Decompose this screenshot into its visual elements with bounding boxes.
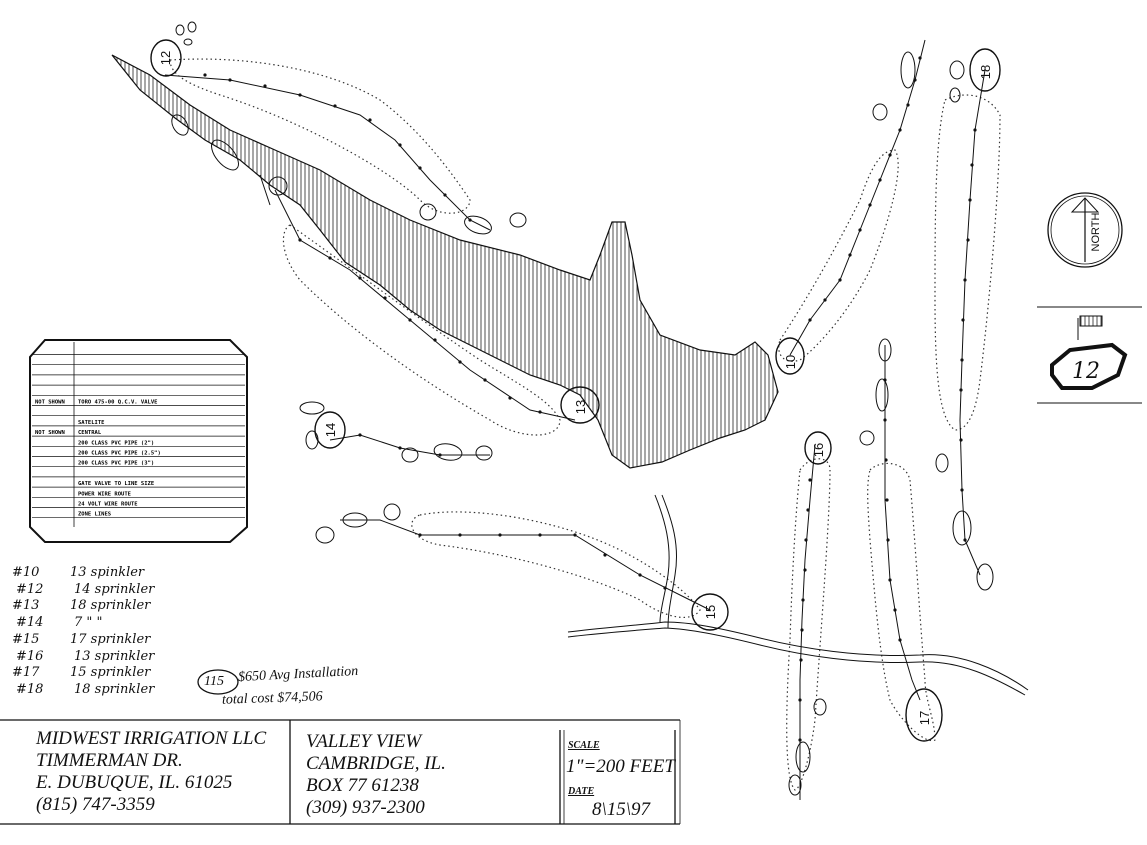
legend-rows: NOT SHOWN TORO 475-00 Q.C.V. VALVE SATELIT… — [32, 354, 245, 519]
legend-row-text: POWER WIRE ROUTE — [78, 491, 131, 497]
sprinkler-note-count: 13 sprinkler — [74, 648, 155, 664]
sprinkler-note-row: #18 18 sprinkler — [16, 680, 155, 697]
legend-row-text: 200 CLASS PVC PIPE (2") — [78, 440, 154, 446]
sprinkler-note-row: #16 13 sprinkler — [16, 647, 155, 664]
client-name: VALLEY VIEW — [306, 731, 422, 752]
hole-13-label: 13 — [573, 400, 588, 414]
sprinkler-note-count: 15 sprinkler — [70, 665, 151, 681]
sprinkler-note-count: 7 " " — [74, 615, 103, 631]
hole-18-label: 18 — [978, 65, 993, 79]
legend-row-text: 200 CLASS PVC PIPE (3") — [78, 461, 154, 467]
date-label: DATE — [568, 786, 595, 797]
legend — [29, 339, 248, 543]
scale-value: 1"=200 FEET — [566, 756, 675, 777]
sprinkler-note-count: 18 sprinkler — [74, 681, 155, 697]
tee-boxes — [171, 21, 994, 796]
legend-row-text: SATELITE — [78, 420, 105, 426]
hole-callout-label: 12 — [1072, 359, 1100, 384]
hole-callout: 12 — [1037, 306, 1142, 404]
legend-row-text: CENTRAL — [78, 430, 102, 436]
sprinkler-note-hole: #17 — [12, 665, 40, 681]
sprinkler-note-row: #13 18 sprinkler — [12, 596, 151, 614]
sprinkler-note-hole: #15 — [12, 631, 40, 647]
pipe-runs — [164, 39, 986, 800]
company-phone: (815) 747-3359 — [36, 794, 155, 815]
sprinkler-note-count: 14 sprinkler — [74, 581, 155, 597]
sprinkler-note-row: #10 13 spinkler — [12, 563, 145, 580]
sprinkler-note-hole: #16 — [16, 648, 44, 664]
hole-10-label: 10 — [783, 355, 798, 369]
legend-row-symbol: NOT SHOWN — [35, 430, 65, 436]
client-city: CAMBRIDGE, IL. — [306, 753, 446, 774]
sprinkler-note-hole: #18 — [16, 681, 44, 697]
sprinkler-note-hole: #13 — [12, 598, 40, 614]
sprinkler-note-hole: #10 — [12, 565, 40, 580]
sprinkler-note-row: #14 7 " " — [16, 613, 103, 631]
sprinkler-note-row: #12 14 sprinkler — [16, 580, 155, 597]
hole-14-label: 14 — [323, 423, 338, 437]
sprinkler-note-count: 13 spinkler — [70, 565, 145, 580]
water-hazard — [111, 54, 779, 469]
circled-count: 115 — [204, 674, 224, 689]
hole-12-label: 12 — [158, 51, 173, 65]
legend-row-text: 200 CLASS PVC PIPE (2.5") — [78, 451, 161, 457]
scale-label: SCALE — [568, 740, 600, 751]
fairway-outlines — [169, 58, 1001, 791]
client-phone: (309) 937-2300 — [306, 797, 425, 818]
hole-15-label: 15 — [703, 605, 718, 619]
legend-row-text: 24 VOLT WIRE ROUTE — [78, 502, 138, 508]
legend-row-symbol: NOT SHOWN — [35, 400, 65, 406]
client-box: BOX 77 61238 — [306, 775, 419, 796]
legend-row-text: TORO 475-00 Q.C.V. VALVE — [78, 400, 157, 406]
legend-row-text: ZONE LINES — [78, 512, 111, 518]
company-street: TIMMERMAN DR. — [36, 750, 183, 771]
sprinkler-heads — [203, 56, 977, 742]
sprinkler-note-hole: #12 — [16, 581, 44, 597]
sprinkler-note-row: #17 15 sprinkler — [12, 663, 151, 681]
sprinkler-note-hole: #14 — [16, 615, 44, 631]
date-value: 8\15\97 — [592, 799, 651, 820]
company-name: MIDWEST IRRIGATION LLC — [36, 728, 267, 749]
hole-16-label: 16 — [811, 443, 826, 457]
company-city: E. DUBUQUE, IL. 61025 — [36, 772, 233, 793]
north-label: NORTH — [1090, 212, 1102, 251]
hole-labels: 10 12 13 14 15 16 17 18 — [158, 51, 993, 725]
greens — [150, 39, 1001, 742]
sprinkler-note-count: 18 sprinkler — [70, 598, 151, 614]
north-arrow: NORTH — [1047, 192, 1123, 268]
title-block-frame — [0, 719, 681, 825]
creek — [567, 494, 1029, 696]
count-circle — [197, 669, 239, 695]
sprinkler-note-count: 17 sprinkler — [70, 631, 151, 647]
hole-17-label: 17 — [917, 711, 932, 725]
legend-row-text: GATE VALVE TO LINE SIZE — [78, 481, 154, 487]
sprinkler-note-row: #15 17 sprinkler — [12, 630, 151, 647]
